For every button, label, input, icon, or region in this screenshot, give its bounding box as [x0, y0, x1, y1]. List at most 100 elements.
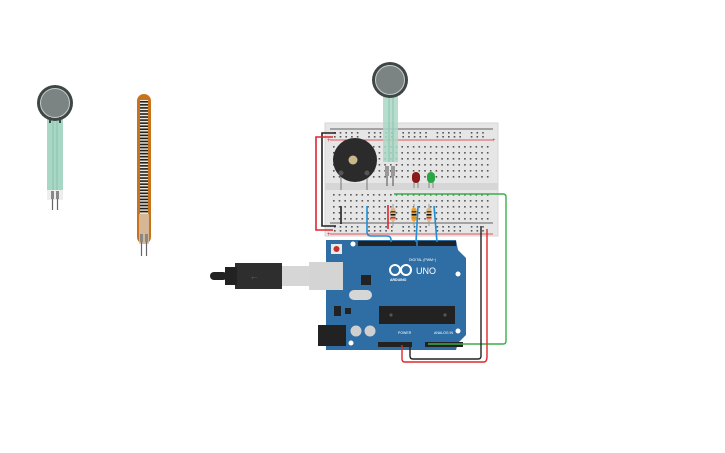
breadboard-hole[interactable]	[384, 212, 386, 214]
breadboard-hole[interactable]	[412, 146, 415, 148]
breadboard-hole[interactable]	[339, 230, 342, 232]
breadboard-hole[interactable]	[464, 158, 466, 160]
breadboard-hole[interactable]	[372, 194, 375, 196]
breadboard-hole[interactable]	[378, 158, 381, 160]
breadboard-hole[interactable]	[482, 132, 484, 134]
breadboard-hole[interactable]	[458, 176, 460, 178]
breadboard-hole[interactable]	[378, 212, 381, 214]
breadboard-hole[interactable]	[435, 218, 438, 220]
breadboard-hole[interactable]	[367, 218, 369, 220]
breadboard-hole[interactable]	[447, 158, 449, 160]
breadboard-hole[interactable]	[407, 218, 409, 220]
breadboard-hole[interactable]	[418, 170, 421, 172]
breadboard-hole[interactable]	[407, 152, 409, 154]
breadboard-hole[interactable]	[424, 176, 426, 178]
breadboard-hole[interactable]	[436, 132, 439, 134]
breadboard-hole[interactable]	[350, 218, 352, 220]
breadboard-hole[interactable]	[407, 146, 409, 148]
fsr-sensor-breadboard[interactable]	[372, 62, 408, 186]
breadboard-hole[interactable]	[452, 218, 455, 220]
breadboard-hole[interactable]	[338, 212, 341, 214]
breadboard-hole[interactable]	[390, 164, 392, 166]
breadboard-hole[interactable]	[459, 230, 461, 232]
breadboard-hole[interactable]	[441, 170, 443, 172]
breadboard-hole[interactable]	[418, 164, 421, 166]
breadboard-hole[interactable]	[448, 132, 450, 134]
breadboard-hole[interactable]	[412, 194, 415, 196]
breadboard-hole[interactable]	[356, 132, 359, 134]
breadboard-hole[interactable]	[424, 170, 426, 172]
breadboard-hole[interactable]	[361, 212, 364, 214]
digital-header[interactable]	[418, 241, 456, 246]
breadboard-hole[interactable]	[486, 200, 489, 202]
breadboard-hole[interactable]	[401, 158, 403, 160]
wire-blue[interactable]	[366, 206, 392, 242]
breadboard-hole[interactable]	[401, 170, 403, 172]
breadboard-hole[interactable]	[339, 132, 342, 134]
breadboard-hole[interactable]	[390, 170, 392, 172]
breadboard-hole[interactable]	[373, 136, 376, 138]
breadboard-hole[interactable]	[407, 164, 409, 166]
breadboard-hole[interactable]	[464, 200, 466, 202]
breadboard-hole[interactable]	[344, 212, 346, 214]
breadboard-hole[interactable]	[447, 200, 449, 202]
breadboard-hole[interactable]	[464, 152, 466, 154]
breadboard-hole[interactable]	[436, 230, 439, 232]
breadboard-hole[interactable]	[469, 212, 472, 214]
breadboard-hole[interactable]	[435, 206, 438, 208]
breadboard-hole[interactable]	[464, 218, 466, 220]
breadboard-hole[interactable]	[481, 164, 483, 166]
breadboard-hole[interactable]	[391, 226, 393, 228]
breadboard-hole[interactable]	[402, 230, 404, 232]
breadboard-hole[interactable]	[469, 206, 472, 208]
breadboard-hole[interactable]	[452, 176, 455, 178]
breadboard-hole[interactable]	[486, 194, 489, 196]
breadboard-hole[interactable]	[338, 176, 341, 178]
breadboard-hole[interactable]	[481, 158, 483, 160]
breadboard-hole[interactable]	[452, 146, 455, 148]
breadboard-hole[interactable]	[412, 200, 415, 202]
breadboard-hole[interactable]	[395, 176, 398, 178]
breadboard-hole[interactable]	[452, 200, 455, 202]
breadboard-hole[interactable]	[481, 194, 483, 196]
fsr-sensor-left[interactable]	[37, 85, 73, 210]
breadboard-hole[interactable]	[419, 136, 422, 138]
breadboard-hole[interactable]	[476, 132, 479, 134]
breadboard-hole[interactable]	[351, 136, 353, 138]
breadboard-hole[interactable]	[356, 136, 359, 138]
wire-blue[interactable]	[415, 205, 419, 243]
breadboard-hole[interactable]	[384, 206, 386, 208]
breadboard-hole[interactable]	[333, 206, 335, 208]
breadboard-hole[interactable]	[333, 146, 335, 148]
breadboard-hole[interactable]	[424, 194, 426, 196]
breadboard-hole[interactable]	[407, 176, 409, 178]
breadboard-hole[interactable]	[378, 146, 381, 148]
breadboard-hole[interactable]	[338, 218, 341, 220]
breadboard-hole[interactable]	[435, 170, 438, 172]
breadboard-hole[interactable]	[441, 152, 443, 154]
breadboard-hole[interactable]	[412, 158, 415, 160]
breadboard-hole[interactable]	[401, 212, 403, 214]
breadboard-hole[interactable]	[458, 146, 460, 148]
breadboard-hole[interactable]	[408, 230, 410, 232]
breadboard-hole[interactable]	[464, 146, 466, 148]
breadboard-hole[interactable]	[425, 226, 427, 228]
led-red[interactable]	[412, 172, 420, 188]
breadboard-hole[interactable]	[418, 212, 421, 214]
breadboard-hole[interactable]	[481, 200, 483, 202]
breadboard-hole[interactable]	[407, 206, 409, 208]
breadboard-hole[interactable]	[447, 206, 449, 208]
breadboard-hole[interactable]	[429, 164, 432, 166]
breadboard-hole[interactable]	[368, 132, 370, 134]
wire-black[interactable]	[321, 132, 336, 227]
breadboard-hole[interactable]	[475, 158, 478, 160]
breadboard-hole[interactable]	[339, 136, 342, 138]
power-jack[interactable]	[318, 325, 346, 346]
led-green[interactable]	[427, 172, 435, 188]
breadboard-hole[interactable]	[459, 132, 461, 134]
breadboard-hole[interactable]	[469, 146, 472, 148]
breadboard-hole[interactable]	[379, 132, 382, 134]
breadboard-hole[interactable]	[429, 200, 432, 202]
breadboard-hole[interactable]	[344, 206, 346, 208]
